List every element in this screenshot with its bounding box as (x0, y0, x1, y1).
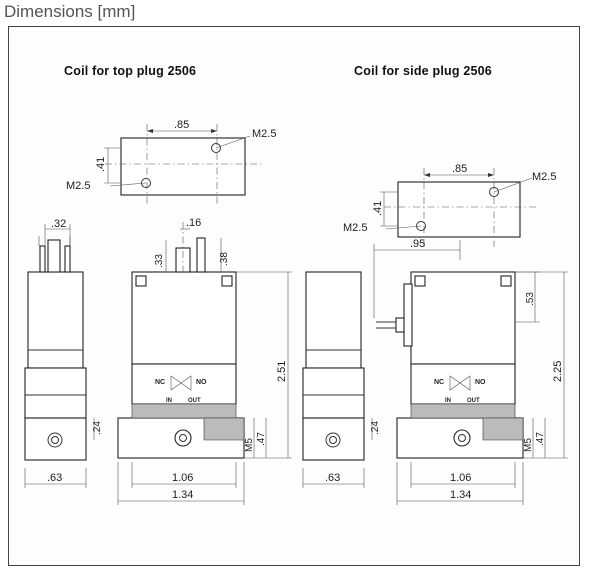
side-w95-label: .95 (410, 238, 425, 250)
top-height-small-label: .41 (95, 157, 107, 172)
top-w63-label: .63 (47, 472, 62, 484)
top-thread-top-label: M2.5 (252, 128, 276, 140)
top-side-port (47, 432, 63, 448)
side-side-base (302, 367, 365, 419)
side-top-view-body (397, 181, 521, 238)
top-w106-label: 1.06 (172, 472, 193, 484)
side-nc-label: NC (434, 379, 444, 386)
side-mount-hole-top (489, 187, 499, 197)
top-front-port (174, 429, 192, 447)
side-w134-label: 1.34 (450, 489, 471, 501)
top-h38-label: .38 (219, 252, 230, 266)
side-front-valve-body (410, 363, 516, 405)
top-w134-label: 1.34 (172, 489, 193, 501)
top-side-port-block (24, 417, 87, 461)
top-plug-view: .85 M2.5 M2.5 .41 .32 .24 .63 (24, 119, 292, 505)
top-plug-title: Coil for top plug 2506 (64, 64, 197, 78)
top-thread-bottom-label: M2.5 (66, 180, 90, 192)
side-h24-label: .24 (370, 421, 381, 435)
side-mount-hole-bottom (416, 221, 426, 231)
top-pin-width-label: .32 (51, 218, 66, 230)
top-m5-label: M5 (244, 438, 255, 452)
side-connector (403, 283, 413, 347)
top-pin-offset-label: .16 (186, 217, 201, 229)
top-h33-label: .33 (154, 254, 165, 268)
top-view-body (120, 137, 246, 196)
side-thread-bottom-label: M2.5 (343, 222, 367, 234)
side-total-height-label: 2.25 (552, 361, 564, 382)
page-title: Dimensions [mm] (4, 2, 136, 21)
side-out-label: OUT (467, 398, 480, 404)
side-side-port-block (302, 417, 365, 461)
side-in-label: IN (445, 398, 451, 404)
side-front-coil (410, 271, 516, 365)
side-h53-label: .53 (525, 292, 536, 306)
top-total-height-label: 2.51 (276, 361, 288, 382)
top-side-coil (27, 271, 84, 369)
top-h47-label: .47 (256, 432, 267, 446)
side-w106-label: 1.06 (450, 472, 471, 484)
mount-hole-top (211, 143, 221, 153)
side-side-port (325, 432, 341, 448)
side-front-port (453, 429, 471, 447)
top-front-coil (131, 271, 237, 365)
top-hole-spacing-label: .85 (174, 119, 189, 131)
side-side-coil (305, 271, 362, 369)
side-thread-top-label: M2.5 (532, 171, 556, 183)
top-out-label: OUT (188, 398, 201, 404)
side-no-label: NO (475, 379, 486, 386)
top-in-label: IN (166, 398, 172, 404)
side-h47-label: .47 (535, 432, 546, 446)
top-h24-label: .24 (92, 421, 103, 435)
top-side-base (24, 367, 87, 419)
top-front-valve-body (131, 363, 237, 405)
top-nc-label: NC (155, 379, 165, 386)
side-plug-title: Coil for side plug 2506 (354, 64, 492, 78)
top-no-label: NO (196, 379, 207, 386)
side-hole-spacing-label: .85 (452, 163, 467, 175)
side-plug-view: .85 M2.5 M2.5 .41 .95 .24 .63 (302, 163, 568, 505)
side-w63-label: .63 (325, 472, 340, 484)
side-height-small-label: .41 (372, 201, 384, 216)
side-m5-label: M5 (523, 438, 534, 452)
mount-hole-bottom (141, 178, 151, 188)
